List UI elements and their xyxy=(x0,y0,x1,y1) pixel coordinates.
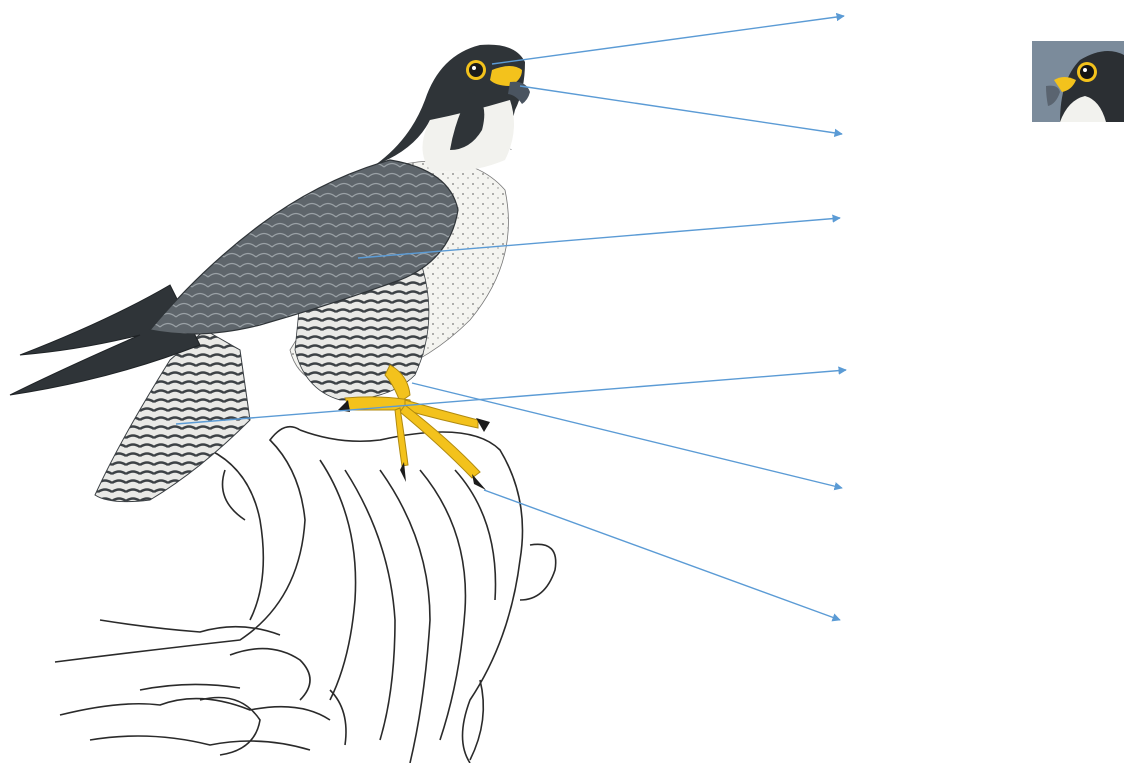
falcon-head-photo-icon xyxy=(1032,41,1124,122)
arrow-beak xyxy=(520,86,842,134)
arrow-tail xyxy=(176,370,846,424)
falcon-illustration xyxy=(10,45,530,502)
arrow-talons xyxy=(484,490,840,620)
arrow-eye xyxy=(492,16,844,64)
eye xyxy=(469,63,483,77)
